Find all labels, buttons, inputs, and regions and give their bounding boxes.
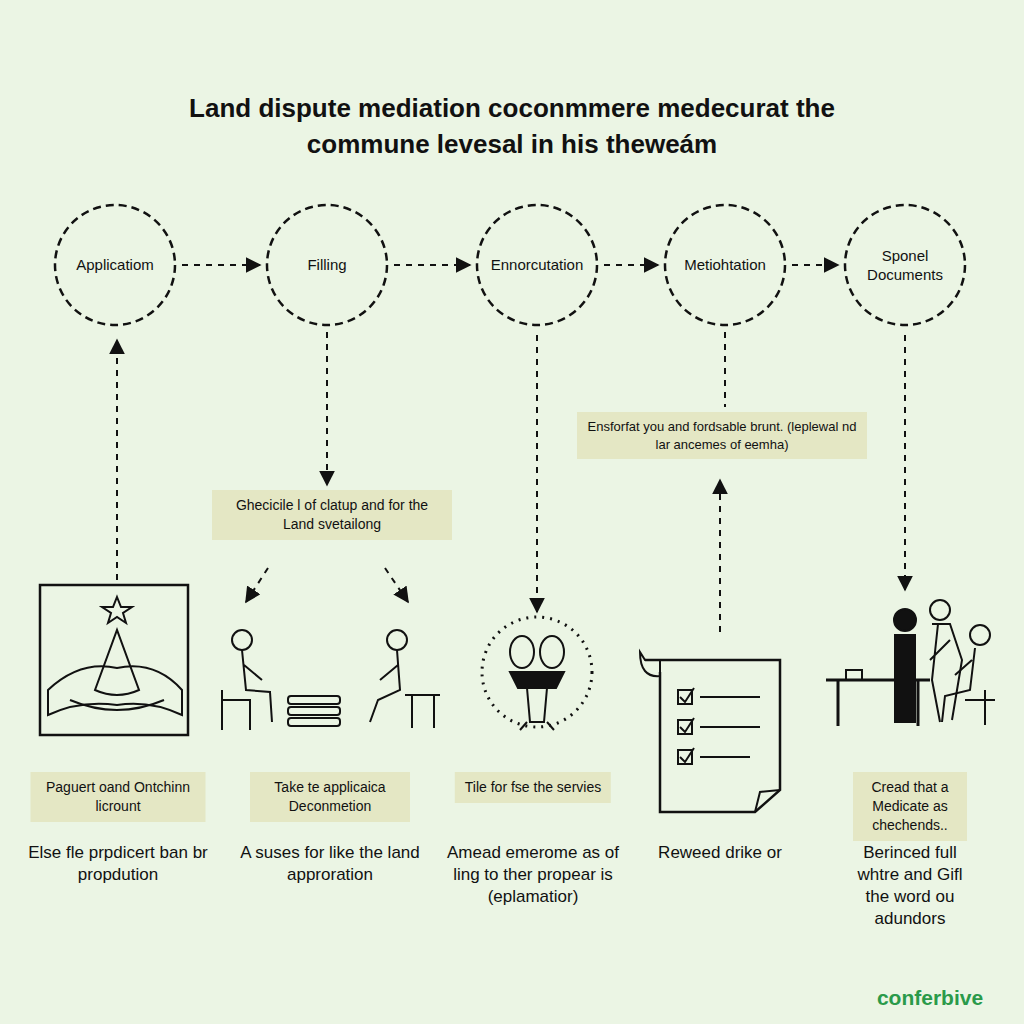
diagram-title: Land dispute mediation coconmmere medecu…	[152, 90, 872, 163]
watermark: conferbive	[877, 984, 983, 1011]
note-box: Tile for fse the servies	[455, 772, 611, 803]
node-text: Sponel Documents	[857, 246, 953, 285]
step-circle: Metiohtation	[663, 203, 787, 327]
node-text: Metiohtation	[684, 255, 766, 275]
note-box: Take te applicaica Deconmetion	[250, 772, 410, 822]
flow-arrow	[326, 332, 328, 485]
note-box: Ensforfat you and fordsable brunt. (lepl…	[577, 412, 867, 459]
note-box: Ghecicile l of clatup and for the Land s…	[212, 490, 452, 540]
node-text: Ghecicile l of clatup and for the Land s…	[222, 496, 442, 534]
node-text: Ennorcutation	[491, 255, 584, 275]
step-circle: Ennorcutation	[475, 203, 599, 327]
node-text: Paguert oand Ontchinn licrount	[41, 778, 196, 816]
step-circle: Filling	[265, 203, 389, 327]
node-text: Ensforfat you and fordsable brunt. (lepl…	[587, 418, 857, 453]
note-box: Paguert oand Ontchinn licrount	[31, 772, 206, 822]
flow-arrow	[724, 332, 726, 407]
step-note: Reweed drike or	[658, 842, 782, 864]
flow-arrow	[792, 264, 838, 266]
step-circle: Sponel Documents	[843, 203, 967, 327]
note-box: Cread that a Medicate as chechends..	[853, 772, 967, 841]
node-text: Tile for fse the servies	[465, 778, 601, 797]
circle-outline	[843, 203, 967, 327]
node-text: Applicatiom	[76, 255, 154, 275]
node-text: Filling	[307, 255, 346, 275]
step-note: Amead emerome as of ling to ther propear…	[446, 842, 621, 908]
step-note: A suses for like the land approration	[230, 842, 430, 886]
step-note: Else fle prpdicert ban br propdution	[18, 842, 218, 886]
step-circle: Applicatiom	[53, 203, 177, 327]
node-text: Cread that a Medicate as chechends..	[863, 778, 957, 835]
node-text: Take te applicaica Deconmetion	[260, 778, 400, 816]
step-note: Berinced full whtre and Gifl the word ou…	[853, 842, 967, 930]
flow-arrow	[394, 264, 470, 266]
flow-arrow	[182, 264, 260, 266]
flow-arrow	[604, 264, 658, 266]
